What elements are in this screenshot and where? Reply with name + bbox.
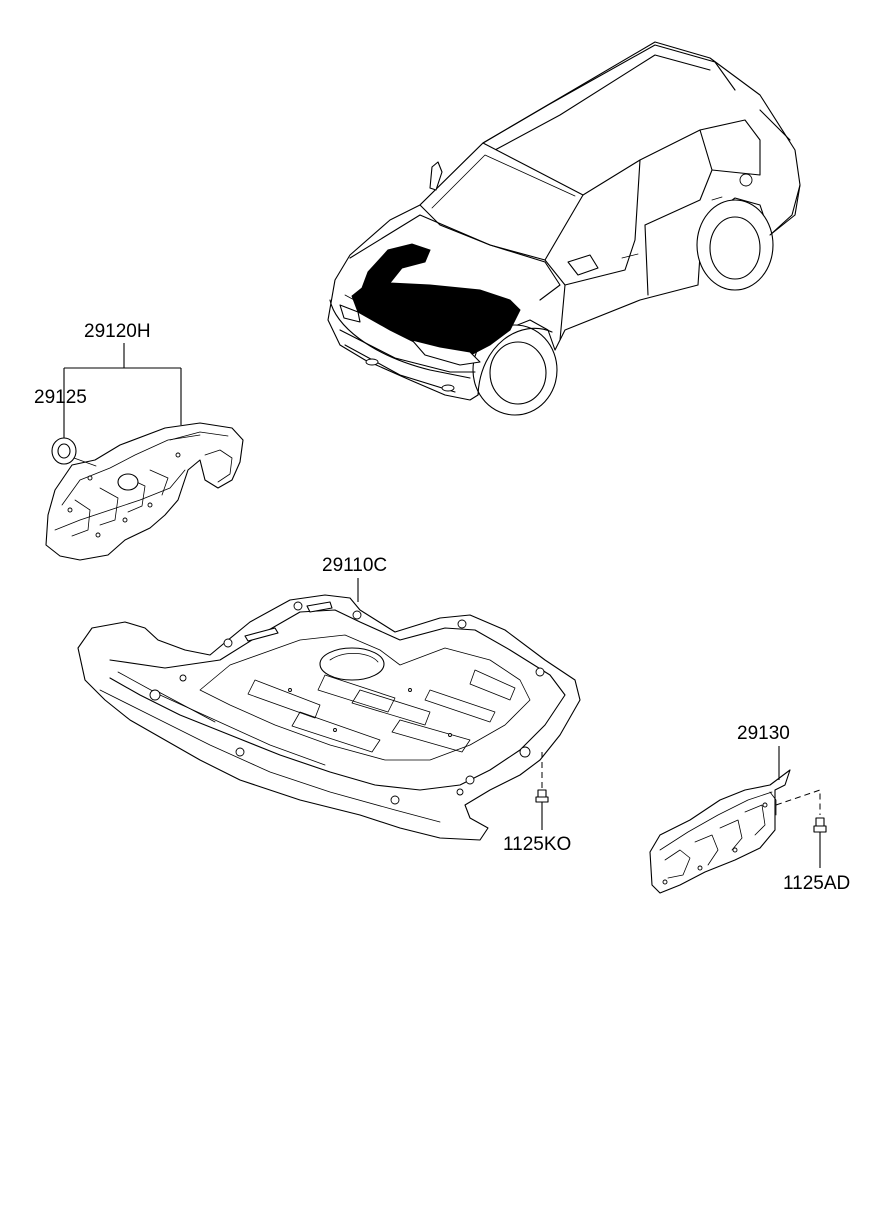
part-29110c-under-cover <box>77 594 581 841</box>
leader-lines <box>63 343 780 780</box>
bolt-1125ad <box>775 789 827 868</box>
bolt-1125ko <box>535 752 549 830</box>
callout-29120h: 29120H <box>84 321 151 342</box>
part-29125-grommet <box>51 437 97 467</box>
callout-29125: 29125 <box>34 387 87 408</box>
callout-1125ad: 1125AD <box>783 873 851 894</box>
callout-29110c: 29110C <box>322 555 388 576</box>
part-29120h-side-shield <box>45 422 244 561</box>
part-29130-side-shield <box>649 769 791 894</box>
callout-1125ko: 1125KO <box>503 834 572 855</box>
vehicle-illustration <box>327 41 801 416</box>
callout-29130: 29130 <box>737 723 790 744</box>
